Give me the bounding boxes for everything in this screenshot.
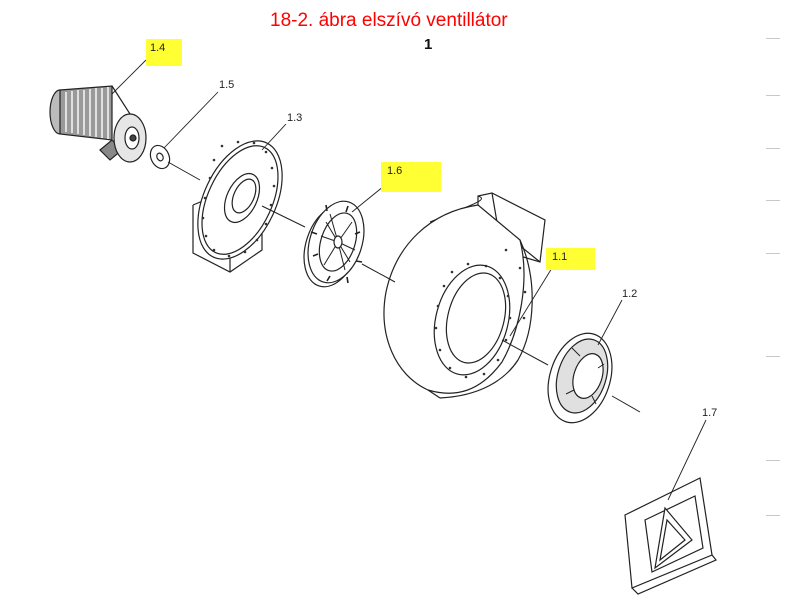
scan-mark — [766, 460, 780, 461]
motor-part — [49, 85, 147, 163]
impeller-part — [303, 200, 365, 288]
leader-lines — [111, 59, 707, 501]
grille-plate-part — [624, 477, 717, 595]
scan-mark — [766, 253, 780, 254]
part-label-1-7: 1.7 — [702, 407, 718, 419]
inlet-cone-part — [547, 332, 613, 424]
assembly-axis-lines — [167, 161, 641, 413]
scan-mark — [766, 515, 780, 516]
volute-housing-part — [383, 192, 546, 399]
part-label-1-5: 1.5 — [219, 79, 235, 91]
part-label-1-1: 1.1 — [546, 248, 595, 270]
part-label-1-4: 1.4 — [146, 39, 182, 66]
scan-mark — [766, 200, 780, 201]
scan-mark — [766, 148, 780, 149]
scan-mark — [766, 356, 780, 357]
washer-part — [149, 144, 171, 170]
scan-mark — [766, 38, 780, 39]
flange-base-part — [192, 140, 283, 273]
figure-title: 18-2. ábra elszívó ventillátor — [270, 10, 508, 31]
scan-mark — [766, 95, 780, 96]
part-label-1-3: 1.3 — [287, 112, 303, 124]
part-label-1-6: 1.6 — [381, 162, 441, 192]
figure-number: 1 — [424, 36, 433, 53]
part-label-1-2: 1.2 — [622, 288, 638, 300]
